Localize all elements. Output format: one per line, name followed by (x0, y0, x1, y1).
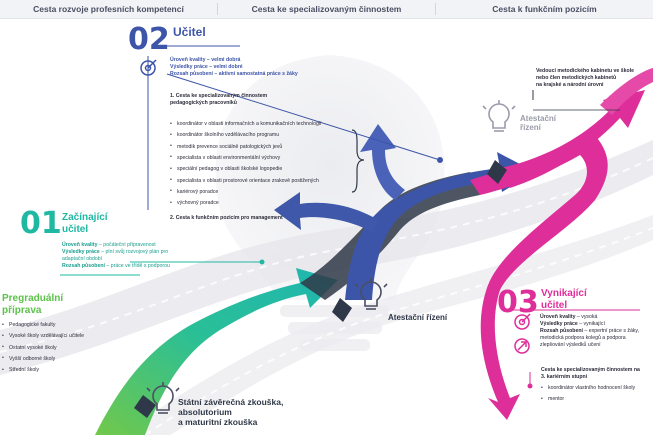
header-col-specialization: Cesta ke specializovaným činnostem (251, 4, 402, 14)
blue-up-arrow (360, 124, 405, 200)
top-right-line3: na krajské a národní úrovni (536, 82, 604, 89)
lightbulb-icon (354, 278, 388, 310)
arrow-icon (514, 338, 530, 354)
list-item: metodik prevence sociálně patologických … (170, 143, 360, 151)
attestation2-line2: řízení (520, 123, 541, 133)
milestone-final-exam: Státní závěrečná zkouška, absolutorium a… (178, 397, 284, 427)
target-icon (514, 313, 531, 330)
level-03-list: koordinátor vlastního hodnocení školy me… (541, 384, 651, 408)
level-03-results-label: Výsledky práce (540, 321, 578, 328)
level-title-03-line1: Vynikající (541, 288, 587, 299)
level-01-quality-label: Úroveň kvality (62, 242, 98, 248)
top-right-line1: Vedoucí metodického kabinetu ve škole (536, 68, 635, 74)
list-item: specialista v oblasti environmentální vý… (170, 154, 360, 162)
header-col-positions: Cesta k funkčním pozicím (492, 4, 597, 14)
magenta-path-arrow (470, 130, 608, 420)
level-03-scope-value: – expertní práce s žáky, metodická podpo… (540, 328, 640, 349)
level-03-quality-value: – vysoká (575, 314, 598, 320)
list-item: speciální pedagog v oblasti školské logo… (170, 166, 360, 173)
level-01-results-label: Výsledky práce (62, 249, 100, 256)
list-item: výchovný poradce (170, 200, 360, 207)
level-title-02: Učitel (173, 25, 206, 39)
lightbulb-icon (146, 382, 180, 414)
level-01-criteria: Úroveň kvality – počáteční připravenost … (62, 242, 182, 270)
milestone-attestation-1: Atestační řízení (388, 313, 448, 322)
level-02-quality: Úroveň kvality – velmi dobrá (170, 57, 241, 63)
final-exam-line3: a maturitní zkouška (178, 416, 258, 427)
header-bar: Cesta rozvoje profesních kompetencí Cest… (0, 0, 653, 19)
list-item: koordinátor školního vzdělávacího progra… (170, 132, 360, 139)
list-item: Ostatní vysoké školy (2, 344, 97, 352)
list-item: kariérový poradce (170, 188, 360, 196)
list-item: specialista v oblasti prostorové orienta… (170, 177, 360, 185)
top-right-positions: Vedoucí metodického kabinetu ve škole ne… (536, 68, 651, 89)
level-01-quality-value: – počáteční připravenost (97, 242, 156, 248)
level-01-scope-value: – práce ve třídě s podporou (104, 263, 170, 270)
header-divider (217, 3, 218, 15)
list-item: mentor (541, 396, 651, 403)
level-03-scope-label: Rozsah působení (540, 328, 583, 335)
level-01-results-value: – plní svůj rozvojový plán pro adaptační… (62, 249, 169, 263)
level-title-03-line2: učitel (541, 299, 568, 311)
header-col-competencies: Cesta rozvoje profesních kompetencí (33, 4, 184, 14)
level-title-01: Začínající učitel (62, 212, 108, 235)
level-03-criteria: Úroveň kvality – vysoká Výsledky práce –… (540, 314, 646, 349)
level-title-03: Vynikající učitel (541, 288, 587, 311)
level-number-01: 01 (20, 206, 62, 241)
lightbulb-icon (482, 100, 516, 132)
level-number-03: 03 (497, 285, 539, 320)
final-exam-line2: absolutorium (178, 406, 232, 417)
level-02-section-specialization: 1. Cesta ke specializovaným činnostem pe… (170, 93, 268, 107)
top-right-line2: nebo člen metodických kabinetů (536, 75, 617, 82)
list-item: Pedagogické fakulty (2, 321, 97, 329)
level-02-specialization-list: koordinátor v oblasti informačních a kom… (170, 120, 360, 212)
pregradual-list: Pedagogické fakulty Vysoké školy vzděláv… (2, 321, 97, 379)
list-item: Vysoké školy vzdělávající učitele (2, 333, 97, 340)
final-exam-line1: Státní závěrečná zkouška, (178, 397, 284, 407)
pregradual-title: Pregraduální příprava (2, 293, 63, 316)
level-02-scope: Rozsah působení – aktivní samostatná prá… (170, 71, 298, 78)
attestation2-line1: Atestační (520, 114, 557, 123)
level-03-results-value: – vynikající (577, 321, 605, 328)
pregradual-title-line1: Pregraduální (2, 293, 64, 304)
level-title-01-line1: Začínající (62, 212, 108, 223)
level-title-01-line2: učitel (62, 223, 89, 235)
level-02-results: Výsledky práce – velmi dobré (170, 64, 243, 71)
list-item: Střední školy (2, 367, 97, 374)
level-02-section-management: 2. Cesta k funkčním pozicím pro manageme… (170, 215, 283, 221)
pregradual-title-line2: příprava (2, 304, 42, 316)
milestone-attestation-2: Atestační řízení (520, 114, 556, 132)
level-number-02: 02 (128, 22, 170, 57)
level-03-section: Cesta ke specializovaným činnostem na 3.… (541, 367, 640, 381)
level-01-scope-label: Rozsah působení (62, 263, 105, 270)
list-item: Vyšší odborné školy (2, 355, 97, 363)
level-02-criteria: Úroveň kvality – velmi dobrá Výsledky pr… (170, 57, 370, 78)
teal-path-arrow (95, 268, 338, 435)
list-item: koordinátor v oblasti informačních a kom… (170, 120, 360, 128)
list-item: koordinátor vlastního hodnocení školy (541, 384, 651, 392)
header-divider (435, 3, 436, 15)
level-03-quality-label: Úroveň kvality (540, 314, 576, 320)
